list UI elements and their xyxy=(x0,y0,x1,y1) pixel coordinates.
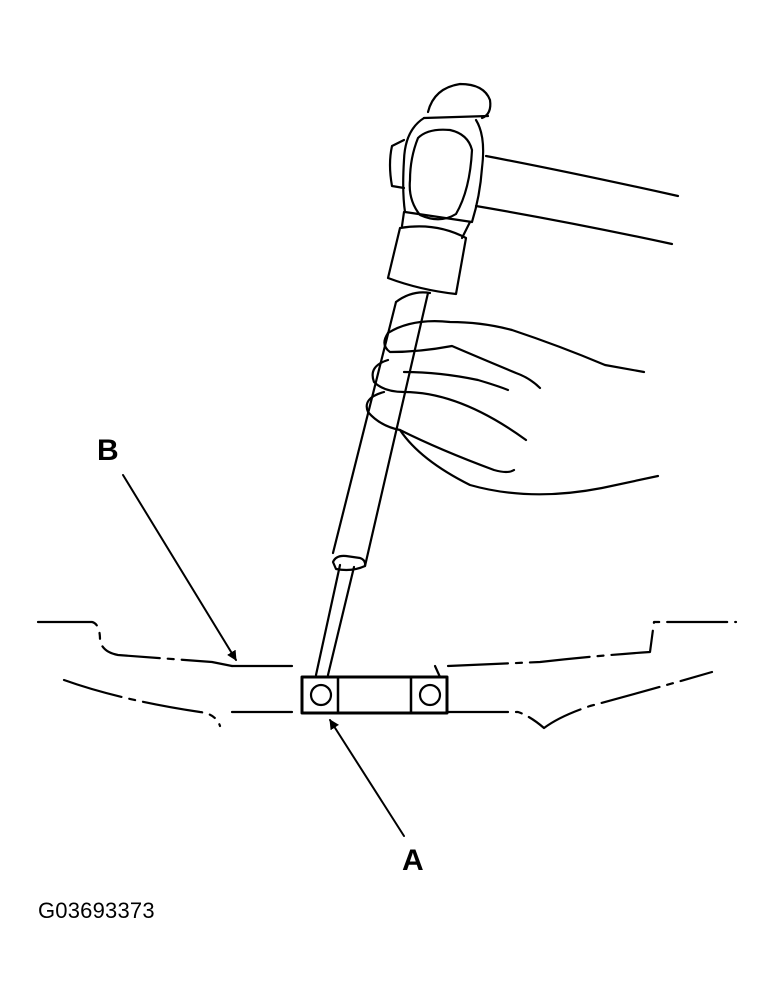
leader-arrow-a xyxy=(329,719,405,837)
hand xyxy=(365,320,660,496)
hammer xyxy=(386,82,680,296)
leader-arrow-b xyxy=(122,474,237,661)
housing-outline xyxy=(36,620,738,730)
drift-tool xyxy=(314,291,432,677)
callout-label-a: A xyxy=(402,844,424,877)
figure-code: G03693373 xyxy=(38,898,155,923)
bearing xyxy=(300,664,449,715)
callout-label-b: B xyxy=(97,434,119,467)
